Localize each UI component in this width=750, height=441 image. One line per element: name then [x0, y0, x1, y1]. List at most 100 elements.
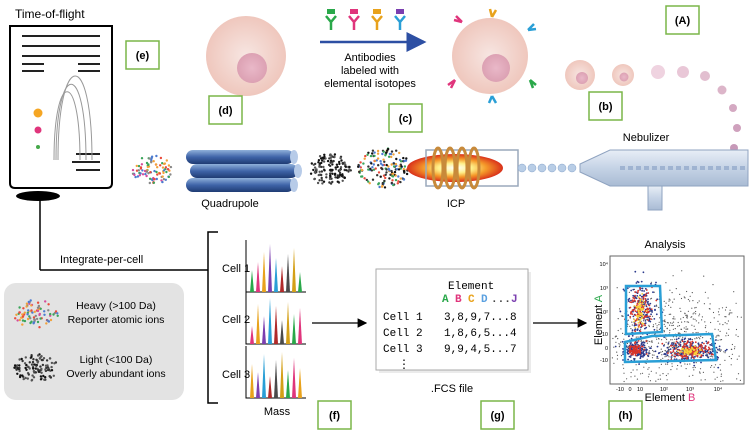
ion-flight-paths [53, 75, 93, 161]
icp-torch [407, 146, 519, 190]
panel-letter-d: (d) [218, 105, 232, 117]
spectrum-peak [262, 316, 266, 344]
spectrum-peak [292, 314, 296, 344]
spectrum-peak [262, 354, 266, 398]
icp-label: ICP [447, 198, 465, 210]
panel-label-h [608, 400, 643, 430]
y-axis-label: Element A [593, 294, 605, 345]
legend-light-line1: Light (<100 Da) [80, 354, 153, 366]
y-tick-label: 0 [605, 346, 608, 352]
spectrum-peak [292, 358, 296, 398]
cell-2-label: Cell 2 [222, 314, 250, 326]
panel-label-c [388, 103, 423, 133]
quadrupole [186, 150, 302, 192]
spectrum-peak [286, 370, 290, 398]
scatter-x-ticks: -10 0 10 10² 10³ 10⁴ [616, 386, 723, 393]
fcs-row-3-label: Cell 3 [383, 344, 423, 356]
fcs-column-header: J [511, 294, 518, 306]
analysis-title: Analysis [645, 239, 686, 251]
spectrum-peak [268, 244, 272, 292]
y-tick-label: -10 [600, 358, 608, 364]
y-tick-label: 10⁴ [600, 261, 609, 268]
x-tick-label: 10³ [686, 387, 694, 393]
x-tick-label: 10⁴ [714, 386, 723, 393]
fcs-file-label: .FCS file [431, 383, 473, 395]
spectrum-peak [256, 372, 260, 398]
fcs-column-header: B [455, 294, 462, 306]
spectrum-peak [268, 298, 272, 344]
isotope-tags [327, 9, 404, 14]
light-ion-dot [36, 145, 40, 149]
scatter-plot-frame [609, 255, 745, 385]
x-tick-label: 10² [660, 387, 668, 393]
spectrum-peak [298, 272, 302, 292]
spectrum-peak [280, 320, 284, 344]
heavy-ion-dot [33, 108, 43, 118]
antibodies-group [325, 15, 406, 30]
panel-letter-f: (f) [329, 410, 340, 422]
spectrum-peak [274, 360, 278, 398]
antibodies-label-2: labeled with [341, 65, 399, 77]
panel-label-b [588, 91, 623, 121]
spectrum-peak [298, 308, 302, 344]
panel-letter-b: (b) [598, 101, 612, 113]
spectrum-peak [256, 304, 260, 344]
legend-heavy-line2: Reporter atomic ions [68, 314, 165, 326]
fcs-ellipsis: ⋮ [398, 358, 410, 372]
spectrum-peak [268, 376, 272, 398]
panel-letter-h: (h) [618, 410, 632, 422]
fcs-column-header: ... [491, 294, 511, 306]
legend-light-line2: Overly abundant ions [66, 368, 165, 380]
panel-letter-g: (g) [490, 410, 504, 422]
tof-chamber [9, 25, 113, 189]
fcs-header: Element [448, 281, 494, 293]
ion-cloud-mixed [131, 154, 173, 185]
panel-letter-e: (e) [136, 50, 150, 62]
fcs-row-1-label: Cell 1 [383, 312, 423, 324]
y-tick-label: 10 [602, 332, 608, 338]
panel-label-d [208, 95, 243, 125]
spectrum-peak [280, 266, 284, 292]
fcs-row-1-values: 3,8,9,7...8 [444, 312, 517, 324]
panel-label-f [317, 400, 352, 430]
panel-letter-c: (c) [399, 113, 413, 125]
cell-3-label: Cell 3 [222, 369, 250, 381]
y-tick-label: 10² [600, 310, 608, 316]
y-tick-label: 10³ [600, 286, 608, 292]
medium-ion-dot [34, 126, 42, 134]
panel-label-g [480, 400, 515, 430]
panel-label-A [665, 5, 700, 35]
x-tick-label: 0 [628, 387, 631, 393]
antibodies-label-1: Antibodies [344, 52, 396, 64]
antibodies-label-3: elemental isotopes [324, 78, 416, 90]
panel-label-e [125, 40, 160, 70]
droplet-stream [517, 163, 577, 173]
fcs-column-header: D [481, 294, 488, 306]
spectrum-peak [250, 270, 254, 292]
fcs-row-2-label: Cell 2 [383, 328, 423, 340]
ion-detector [16, 191, 60, 201]
x-tick-label: -10 [616, 387, 624, 393]
nebulizer-label: Nebulizer [623, 132, 670, 144]
bound-antibodies [447, 8, 537, 104]
gate-element-a [624, 284, 664, 336]
spectrum-peak [292, 248, 296, 292]
cell-nucleus [237, 53, 267, 83]
fcs-column-header: C [468, 294, 475, 306]
integrate-label: Integrate-per-cell [60, 254, 143, 266]
x-tick-label: 10 [637, 387, 643, 393]
quadrupole-label: Quadrupole [201, 198, 259, 210]
cell-1-label: Cell 1 [222, 263, 250, 275]
fcs-row-2-values: 1,8,6,5...4 [444, 328, 517, 340]
ion-cloud-dark [309, 153, 352, 185]
cells-bracket [207, 231, 218, 404]
tof-label: Time-of-flight [15, 7, 85, 21]
scatter-points [611, 270, 742, 383]
spectrum-peak [250, 364, 254, 398]
legend-light-swatch [13, 353, 58, 382]
scatter-y-ticks: 10⁴ 10³ 10² 10 0 -10 [600, 261, 609, 364]
spectrum-peak [274, 306, 278, 344]
spectrum-peak [256, 262, 260, 292]
